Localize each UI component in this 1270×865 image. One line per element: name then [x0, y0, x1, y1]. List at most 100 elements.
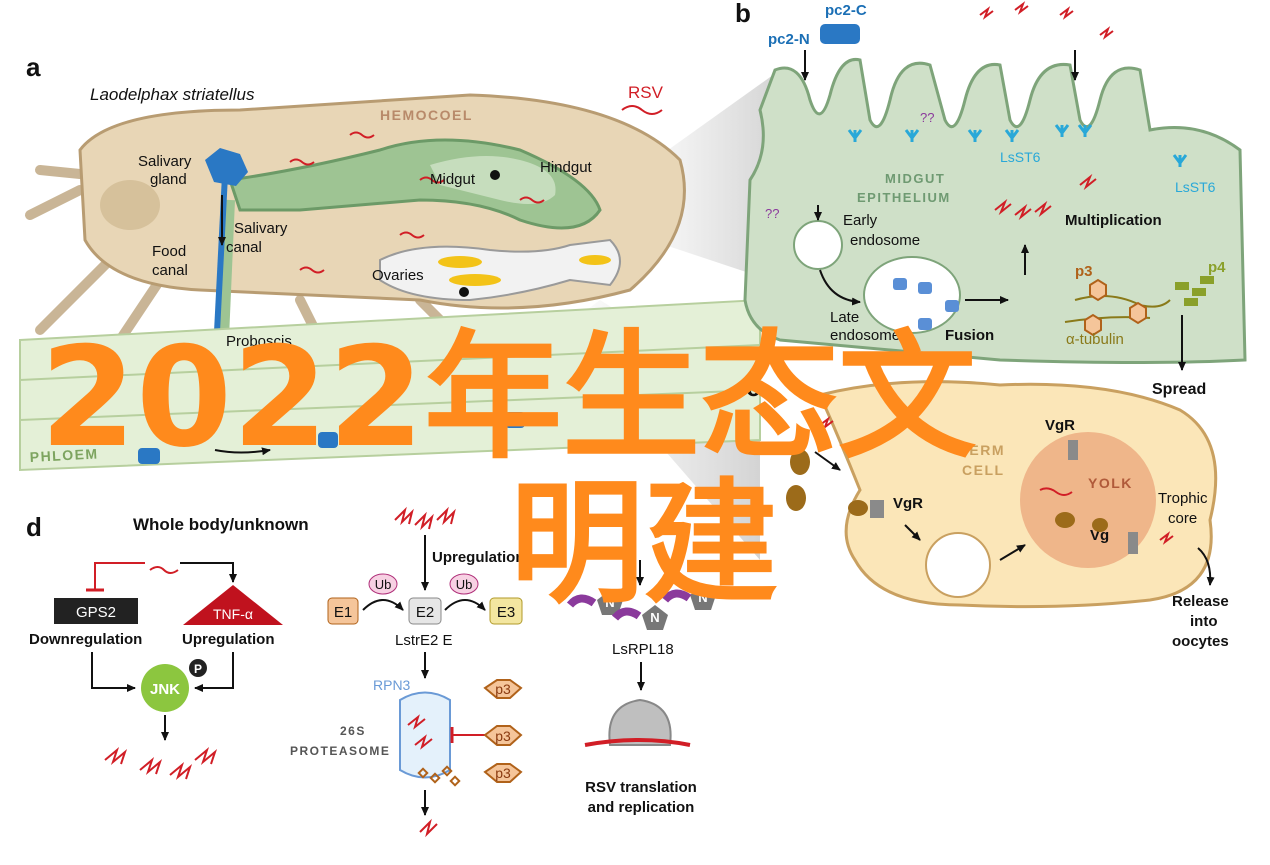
panel-a-letter: a — [26, 52, 41, 82]
p4-aggregate — [1175, 276, 1214, 306]
release-label-3: oocytes — [1172, 633, 1229, 650]
upregulation-left-label: Upregulation — [182, 631, 275, 648]
vgr-label-top: VgR — [1045, 417, 1075, 434]
rsv-particle — [621, 105, 663, 115]
proteasome-label-1: 26S — [340, 724, 366, 738]
vgr-label-mid: VgR — [893, 495, 923, 512]
rpn3-label: RPN3 — [373, 677, 411, 693]
panel-a: a Laodelphax striatellus RSV HEMOCOEL — [19, 52, 761, 472]
proteasome-label-2: PROTEASOME — [290, 744, 390, 758]
pc2-protein — [820, 24, 860, 44]
proteasome-shape — [399, 691, 451, 779]
phospho-circle — [189, 659, 207, 677]
spread-label: Spread — [1152, 381, 1206, 398]
tubulin-label: α-tubulin — [1066, 331, 1124, 348]
e1-box — [327, 597, 359, 625]
panel-c-letter: c — [746, 372, 760, 402]
multiplication-label: Multiplication — [1065, 212, 1162, 229]
salivary-canal-label-1: Salivary — [234, 220, 288, 237]
watermark-line-2: 明建 — [510, 466, 778, 622]
salivary-gland-label-2: gland — [150, 171, 187, 188]
trophic-core-label-1: Trophic — [1158, 490, 1208, 507]
rsv-label: RSV — [628, 83, 664, 102]
lstre2-label: LstrE2 E — [395, 632, 453, 649]
downregulation-label: Downregulation — [29, 631, 142, 648]
panel-b: b pc2-C pc2-N ?? ?? LsST6 LsST6 MIDGUT E… — [735, 0, 1247, 398]
early-endosome-label-2: endosome — [850, 232, 920, 249]
panel-d: d Whole body/unknown GPS2 TNF-α Downregu… — [26, 506, 716, 838]
ub-label-1: Ub — [375, 577, 392, 592]
virions-d-left — [104, 746, 218, 781]
p3-label-d1: p3 — [495, 681, 511, 697]
late-endosome-shape — [863, 256, 961, 334]
rsv-translation-label-2: and replication — [588, 799, 695, 816]
uptake-arrow — [814, 451, 841, 471]
jnk-circle — [141, 664, 189, 712]
yolk-label: YOLK — [1088, 475, 1133, 491]
ub-circle-2 — [449, 573, 479, 595]
p4-label: p4 — [1208, 259, 1226, 276]
p3-hexagons-d — [483, 679, 523, 783]
midgut-label: Midgut — [430, 171, 476, 188]
e1-label: E1 — [334, 604, 352, 621]
salivary-canal-label-2: canal — [226, 239, 262, 256]
virions-d-mid — [394, 506, 456, 531]
ribosome-shape — [608, 698, 672, 746]
germ-cell-label-2: CELL — [962, 462, 1005, 478]
phloem-label: PHLOEM — [29, 445, 99, 465]
ovaries-label: Ovaries — [372, 267, 424, 284]
gps2-to-jnk-arrow — [91, 652, 136, 692]
trophic-core-label-2: core — [1168, 510, 1197, 527]
late-endosome-label-2: endosome — [830, 327, 900, 344]
lsst6-label-1: LsST6 — [1000, 149, 1041, 165]
p3-hexagon-b1 — [1089, 278, 1107, 302]
gps2-box — [54, 598, 138, 624]
n-label-3: N — [698, 590, 707, 605]
unknown-receptor-label-top: ?? — [920, 110, 934, 125]
food-canal-label-2: canal — [152, 262, 188, 279]
multiplication-virions — [994, 173, 1097, 221]
midgut-pointer — [490, 170, 500, 180]
early-endosome-shape — [793, 220, 843, 270]
food-canal-label-1: Food — [152, 243, 186, 260]
fusion-label: Fusion — [945, 327, 994, 344]
inhibit-line — [94, 562, 145, 590]
maturation-arrow — [819, 269, 861, 306]
pc2n-label: pc2-N — [768, 31, 810, 48]
midgut-epithelium-label-1: MIDGUT — [885, 171, 945, 186]
tnf-to-jnk-arrow — [194, 652, 234, 692]
oocyte-3 — [579, 255, 611, 265]
virions-top-b — [979, 1, 1114, 40]
species-label: Laodelphax striatellus — [90, 85, 255, 104]
tnf-label: TNF-α — [213, 606, 253, 622]
late-endosome-virions — [893, 278, 959, 330]
lsrpl18-label: LsRPL18 — [612, 641, 674, 658]
upregulation-mid-label: Upregulation — [432, 549, 525, 566]
phospho-label: P — [194, 662, 202, 676]
insect-eye — [100, 180, 160, 230]
p3-label-b: p3 — [1075, 263, 1093, 280]
degraded-fragments — [417, 765, 461, 787]
n-label-2: N — [650, 610, 659, 625]
whole-body-title: Whole body/unknown — [133, 515, 309, 534]
vgr-receptors — [870, 440, 1138, 554]
vesicle-shape — [925, 532, 991, 598]
panel-c: c GERM CELL YOLK VgR VgR Vg — [746, 372, 1229, 650]
panel-d-letter: d — [26, 512, 42, 542]
oocyte-1 — [438, 256, 482, 268]
yolk-shape — [1020, 432, 1156, 568]
oocyte-2 — [449, 274, 501, 286]
p3-label-d3: p3 — [495, 765, 511, 781]
yolk-arrow — [999, 544, 1026, 561]
release-arrow-c — [1197, 547, 1215, 586]
midgut-epithelium-label-2: EPITHELIUM — [857, 190, 951, 205]
virus-particles-a — [289, 131, 545, 274]
salivary-gland-shape — [205, 148, 248, 186]
pc2c-label: pc2-C — [825, 2, 867, 19]
early-endosome-label-1: Early — [843, 212, 878, 229]
salivary-gland-label-1: Salivary — [138, 153, 192, 170]
phloem-line-1 — [19, 344, 761, 381]
rsv-translation-label-1: RSV translation — [585, 779, 697, 796]
watermark-line-1: 2022年生态文 — [40, 317, 976, 478]
